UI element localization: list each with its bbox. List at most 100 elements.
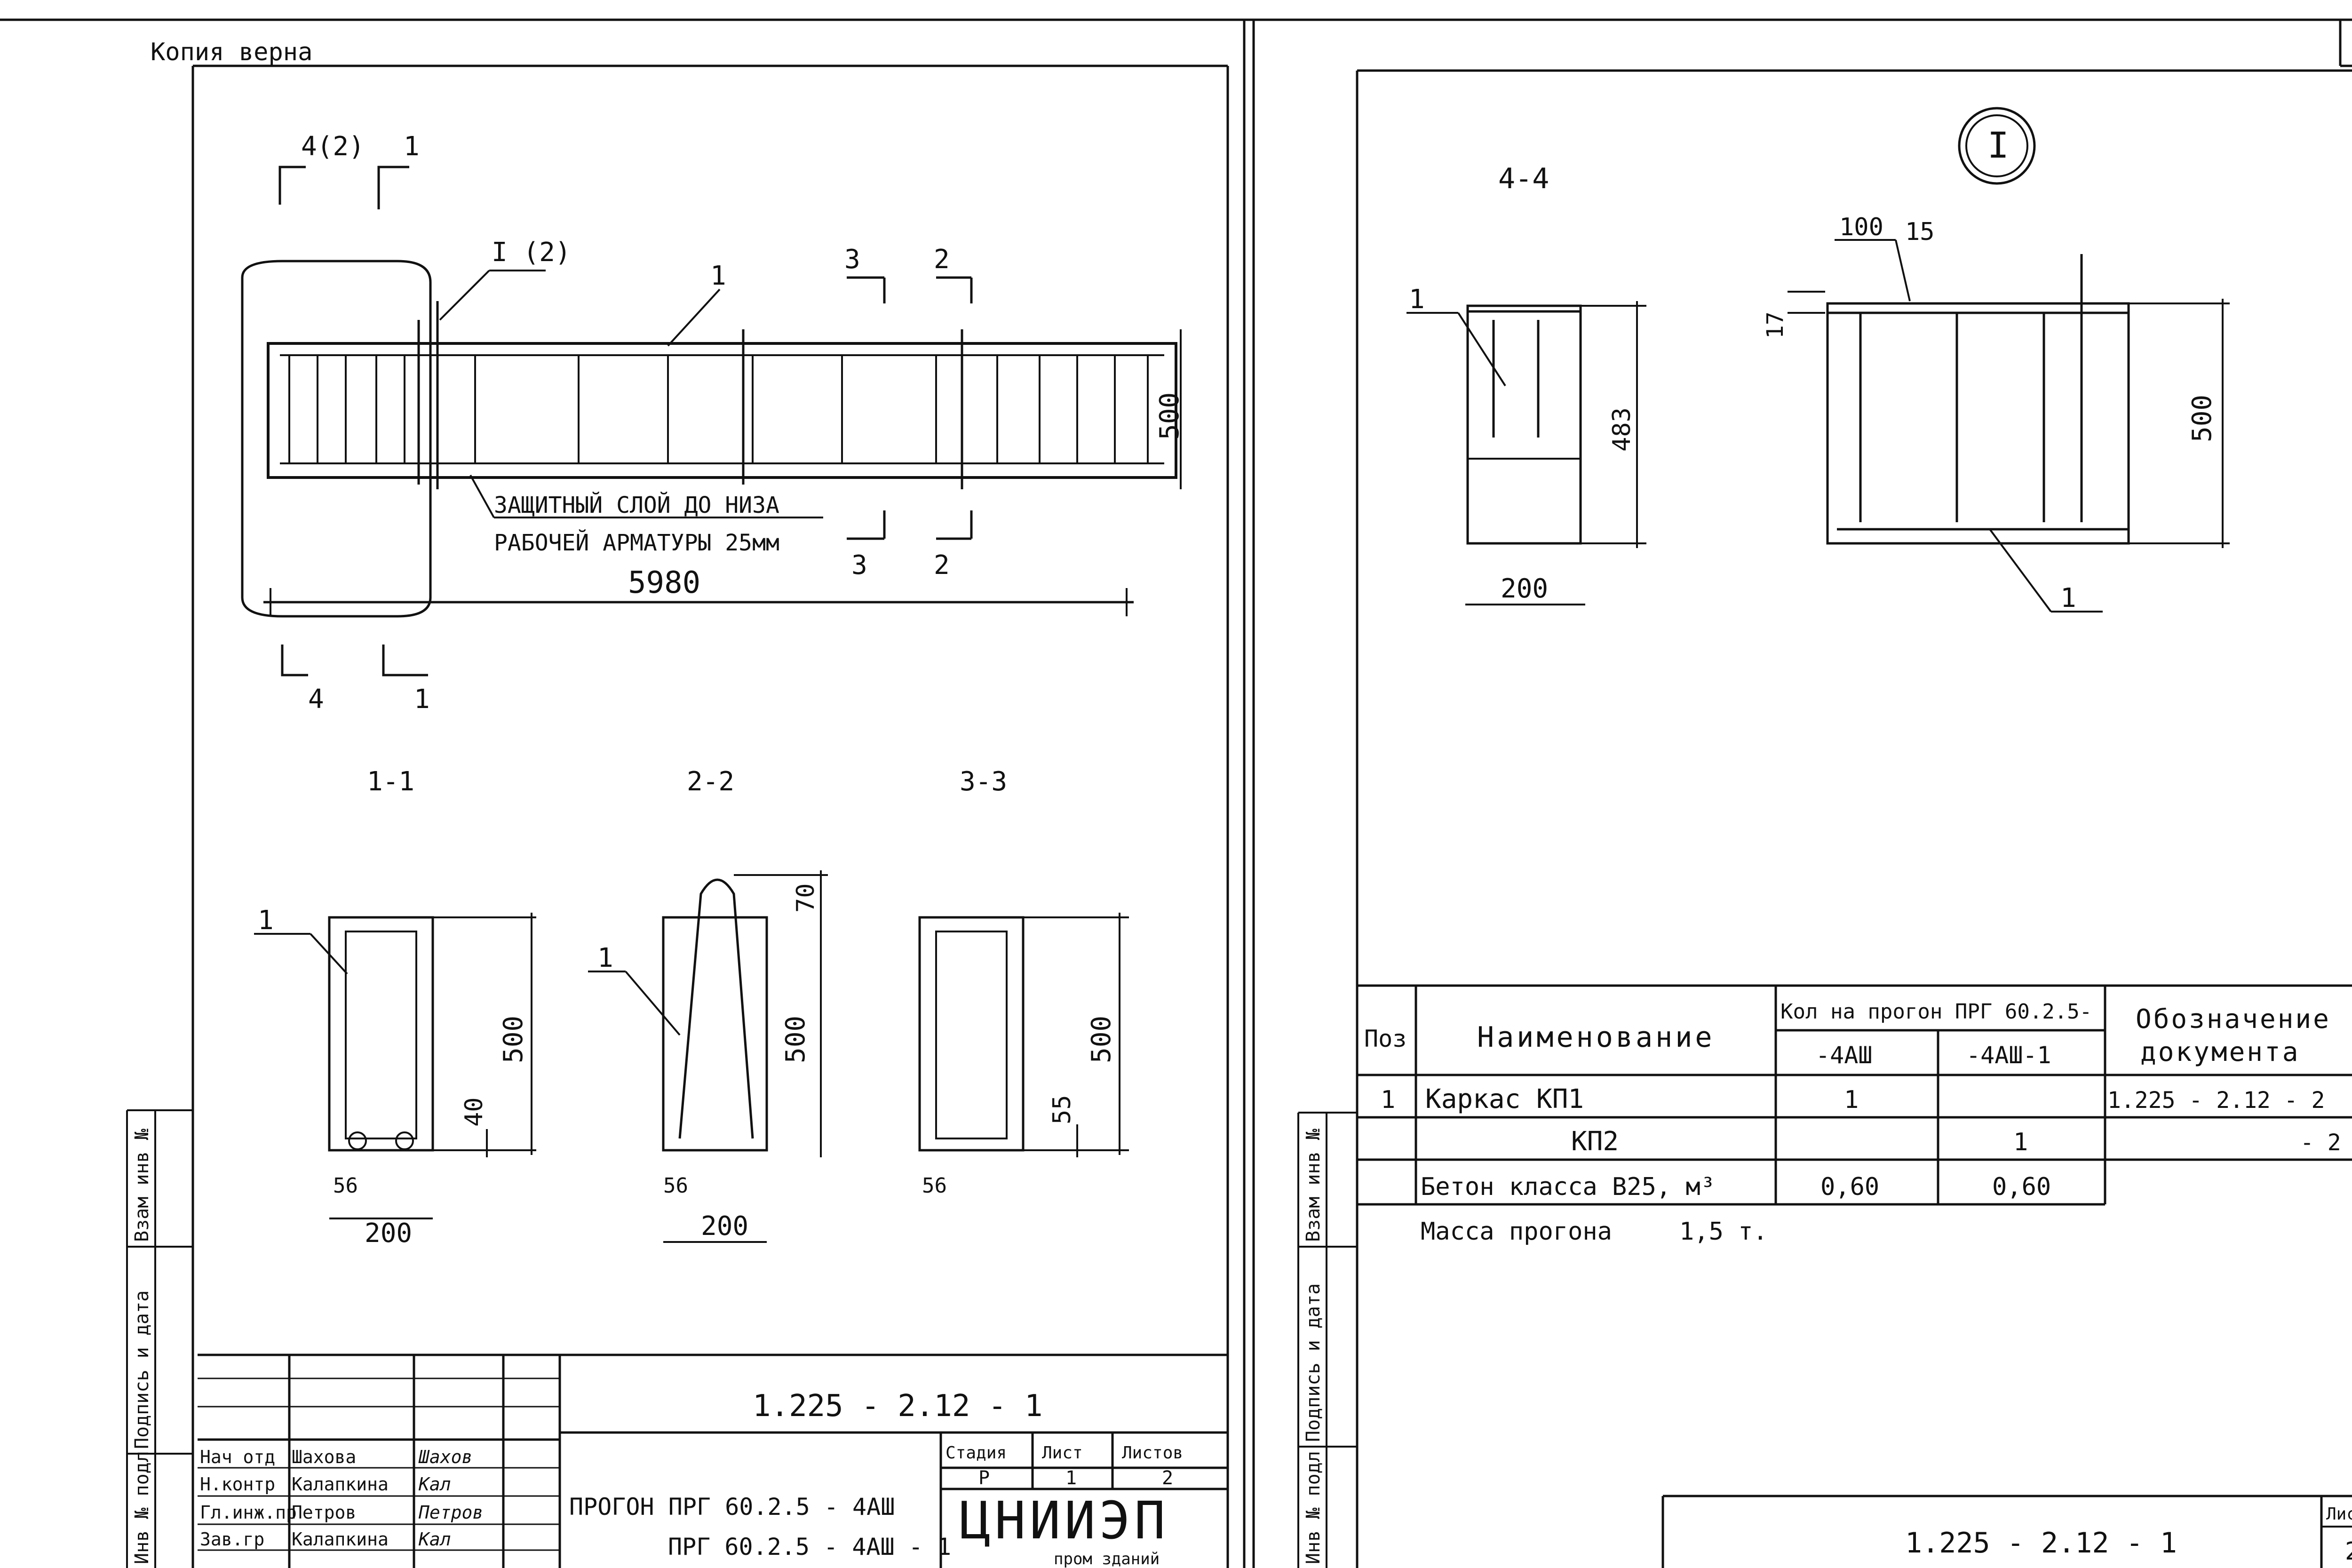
top-dimension: 70	[792, 883, 820, 913]
section-4-4: 4-4 483 200 1	[1406, 162, 1646, 605]
edge-dimension: 56	[333, 1174, 358, 1198]
product-title: ПРОГОН ПРГ 60.2.5 - 4АШ	[569, 1493, 895, 1520]
doc-code: 1.225 - 2.12 - 1	[1905, 1527, 2177, 1560]
stamp-label: Инв № подл	[1303, 1451, 1324, 1564]
height-dimension: 500	[2187, 395, 2217, 442]
organization-sub: пром зданий	[1054, 1550, 1160, 1568]
dimension: 100	[1839, 213, 1883, 241]
node-symbol: I	[1987, 124, 2009, 166]
section-mark: 1	[414, 684, 430, 715]
stamp-label: Подпись и дата	[1303, 1283, 1324, 1442]
section-1-1: 1-1 500 40 200 56 1	[254, 766, 536, 1249]
node-reference: I (2)	[492, 237, 571, 268]
name-cell: Бетон класса В25, м³	[1421, 1173, 1715, 1201]
edge-dimension: 56	[663, 1174, 688, 1198]
role-cell: Н.контр	[200, 1474, 275, 1495]
left-sheet-border	[191, 64, 1229, 1568]
position-label: 1	[1409, 284, 1425, 315]
col-header: Кол на прогон ПРГ 60.2.5-	[1780, 1000, 2092, 1024]
sheet-label: Лист	[2326, 1504, 2352, 1524]
copy-stamp: Копия верна	[151, 38, 312, 66]
signature: Кал	[418, 1474, 451, 1495]
name-cell: Шахова	[292, 1447, 356, 1467]
title-block: 1.225 - 2.12 - 1 Нач отд Шахова Шахов Н.…	[198, 1353, 1228, 1568]
pos-cell: 1	[1381, 1086, 1395, 1114]
col-header: Наименование	[1477, 1021, 1715, 1054]
sheet-frame	[0, 18, 2352, 1568]
right-sheet-border	[1356, 69, 2352, 1568]
section-mark: 1	[404, 131, 420, 162]
role-cell: Гл.инж.пр	[200, 1502, 297, 1523]
mass-label: Масса прогона	[1421, 1218, 1612, 1246]
stage-value: Р	[978, 1467, 990, 1489]
mass-value: 1,5 т.	[1679, 1218, 1768, 1246]
plan-view: 4(2) 1 3 2 3 2 4 1 I (2) 1 500 5980 ЗАЩИ…	[241, 131, 1185, 715]
right-side-stamp: Взам инв № Подпись и дата Инв № подл	[1297, 1112, 1357, 1568]
qty-cell: 1	[2013, 1128, 2028, 1156]
height-dimension: 500	[780, 1016, 811, 1063]
col-header: Поз	[1364, 1025, 1406, 1052]
stamp-label: Взам инв №	[1303, 1129, 1324, 1242]
height-dimension: 483	[1608, 407, 1636, 452]
position-label: 1	[258, 905, 274, 936]
left-side-stamp: Взам инв № Подпись и дата Инв № подл	[126, 1109, 193, 1568]
sheet-number: 2	[2345, 1537, 2352, 1566]
sheet-header: Лист	[1042, 1443, 1083, 1463]
protective-layer-note: ЗАЩИТНЫЙ СЛОЙ ДО НИЗА	[494, 492, 779, 518]
section-title: 4-4	[1498, 162, 1549, 195]
cover-dimension: 55	[1048, 1095, 1076, 1124]
col-header: -4АШ	[1816, 1042, 1872, 1069]
section-title: 1-1	[367, 766, 414, 797]
role-cell: Нач отд	[200, 1447, 275, 1467]
section-mark: 2	[934, 550, 950, 581]
sheets-header: Листов	[1122, 1443, 1183, 1463]
name-cell: Калапкина	[292, 1474, 389, 1495]
product-title: ПРГ 60.2.5 - 4АШ - 1	[668, 1533, 951, 1560]
node-symbol-circle	[1958, 107, 2036, 185]
length-dimension: 5980	[628, 565, 700, 600]
section-2-2: 2-2 70 500 200 56 1	[588, 766, 828, 1243]
name-cell: КП2	[1571, 1126, 1619, 1157]
stage-header: Стадия	[946, 1443, 1007, 1463]
section-title: 3-3	[960, 766, 1007, 797]
section-mark: 3	[844, 244, 860, 275]
height-dimension: 500	[498, 1016, 529, 1063]
signature: Петров	[418, 1502, 483, 1523]
section-mark: 2	[934, 244, 950, 275]
sheet-value: 1	[1065, 1467, 1077, 1489]
qty-cell: 0,60	[1820, 1173, 1879, 1201]
name-cell: Каркас КП1	[1425, 1084, 1584, 1114]
qty-cell: 0,60	[1992, 1173, 2051, 1201]
section-mark: 3	[851, 550, 867, 581]
dimension: 17	[1762, 311, 1788, 339]
doc-cell: 1.225 - 2.12 - 2	[2107, 1087, 2325, 1114]
name-cell: Петров	[292, 1502, 356, 1523]
stirrups	[288, 355, 1149, 463]
stamp-label: Подпись и дата	[131, 1290, 153, 1449]
stamp-label: Взам инв №	[131, 1129, 153, 1242]
section-mark: 4	[308, 684, 324, 715]
sheets-value: 2	[1162, 1467, 1173, 1489]
doc-cell: - 2	[2300, 1130, 2341, 1156]
section-3-3: 3-3 500 55 56	[918, 766, 1129, 1198]
height-dimension: 500	[1086, 1016, 1117, 1063]
protective-layer-note: РАБОЧЕЙ АРМАТУРЫ 25мм	[494, 529, 779, 556]
col-header: Обозначение	[2136, 1004, 2331, 1035]
width-dimension: 200	[1501, 573, 1548, 604]
doc-code: 1.225 - 2.12 - 1	[753, 1389, 1043, 1424]
right-footer: 1.225 - 2.12 - 1 Лист 2	[1661, 1495, 2352, 1568]
position-label: 1	[597, 943, 613, 973]
col-header: документа	[2140, 1037, 2300, 1067]
qty-cell: 1	[1844, 1086, 1859, 1114]
height-dimension: 500	[1154, 392, 1185, 440]
edge-dimension: 56	[922, 1174, 947, 1198]
position-label: 1	[710, 261, 726, 291]
signature: Шахов	[418, 1447, 472, 1467]
width-dimension: 200	[365, 1218, 412, 1249]
spec-table: Поз Наименование Кол на прогон ПРГ 60.2.…	[1357, 984, 2352, 1246]
beam-outline	[267, 342, 1177, 479]
cover-dimension: 40	[460, 1097, 488, 1127]
width-dimension: 200	[701, 1211, 748, 1242]
signature: Кал	[418, 1529, 451, 1550]
